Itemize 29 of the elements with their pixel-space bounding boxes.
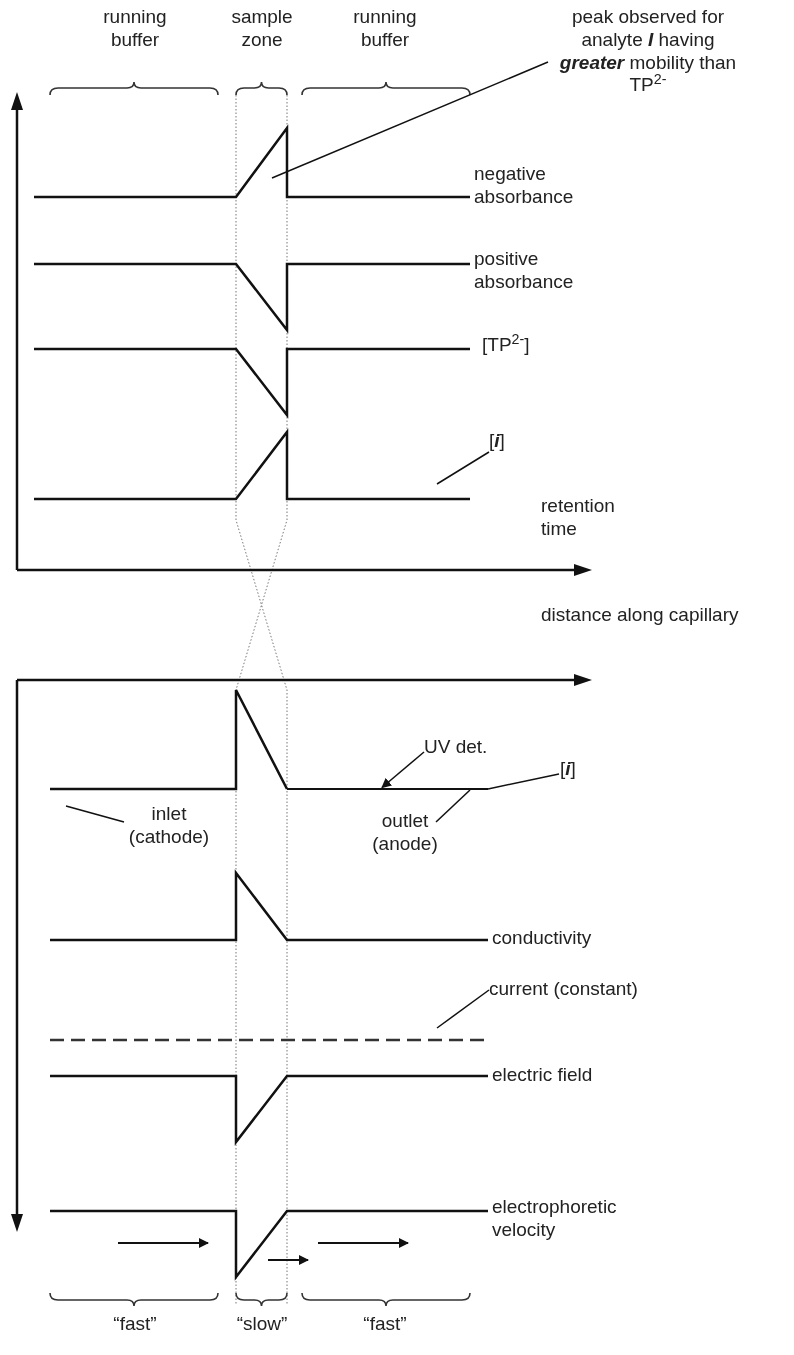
label-text: electric field bbox=[492, 1064, 594, 1087]
leader-line bbox=[381, 751, 425, 789]
label-text: positive absorbance bbox=[474, 248, 575, 294]
annotation-text: UV det. bbox=[424, 736, 504, 759]
label-text: electrophoretic velocity bbox=[492, 1196, 618, 1242]
annotation-text: [i] bbox=[489, 430, 519, 453]
leader-line bbox=[271, 61, 549, 179]
label-text: running buffer bbox=[352, 6, 418, 52]
annotation-text: peak observed for analyte I having greater mobility than TP$^{2-}$ bbox=[548, 6, 748, 98]
label-text: negative absorbance bbox=[474, 163, 575, 209]
label-text: running buffer bbox=[102, 6, 168, 52]
label-text: “fast” bbox=[112, 1313, 158, 1336]
annotation-text: inlet (cathode) bbox=[114, 803, 224, 849]
annotation-text: outlet (anode) bbox=[360, 810, 450, 856]
leader-line bbox=[436, 451, 490, 485]
annotation-text: [i] bbox=[560, 758, 590, 781]
label-text: sample zone bbox=[230, 6, 294, 52]
label-text: distance along capillary bbox=[541, 604, 740, 627]
label-text: “fast” bbox=[362, 1313, 408, 1336]
leader-line bbox=[435, 789, 471, 823]
label-text: conductivity bbox=[492, 927, 593, 950]
label-text: [TP$^{2-}$] bbox=[482, 334, 531, 357]
label-text: retention time bbox=[541, 495, 616, 541]
label-text: “slow” bbox=[235, 1313, 289, 1336]
leader-line bbox=[487, 773, 560, 790]
annotation-text: current (constant) bbox=[489, 978, 649, 1001]
leader-line bbox=[65, 805, 125, 823]
leader-line bbox=[436, 989, 490, 1029]
capillary-line bbox=[287, 787, 488, 790]
